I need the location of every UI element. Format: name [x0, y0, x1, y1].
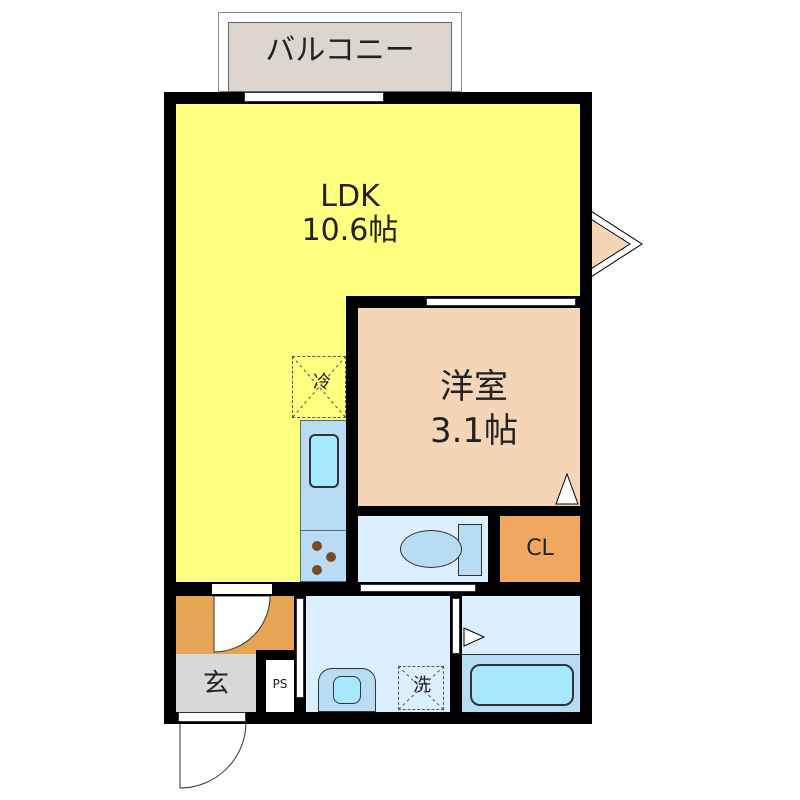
- balcony[interactable]: [228, 22, 452, 92]
- ldk-room[interactable]: [176, 104, 580, 300]
- wall-toilet-cl: [488, 506, 500, 590]
- balcony-label: バルコニー: [265, 33, 415, 68]
- entrance-door-icon[interactable]: [178, 720, 250, 792]
- pipe-space-label: PS: [272, 677, 288, 691]
- entrance[interactable]: [176, 654, 256, 712]
- ldk-label: LDK: [320, 179, 380, 214]
- wall-western-left: [346, 296, 358, 590]
- western-room-size: 3.1帖: [429, 411, 519, 451]
- closet-door-triangle-icon: [555, 472, 579, 505]
- entrance-label: 玄: [202, 669, 229, 699]
- wall-western-bottom: [346, 506, 592, 516]
- wall-entrance-ps: [256, 650, 266, 716]
- western-room[interactable]: [358, 308, 580, 506]
- burner-icon: [326, 552, 336, 562]
- kitchen-sink-icon: [309, 434, 339, 488]
- stove-area: [300, 530, 348, 582]
- toilet-bowl-icon: [400, 530, 462, 568]
- closet[interactable]: [500, 516, 580, 582]
- wall-right: [580, 92, 592, 724]
- washer-label: 洗: [413, 675, 431, 696]
- burner-icon: [312, 565, 322, 575]
- western-sliding-door[interactable]: [426, 298, 576, 306]
- toilet-door[interactable]: [360, 584, 476, 592]
- fridge-space: [292, 356, 346, 418]
- wall-ps-top: [256, 650, 298, 660]
- burner-icon: [312, 541, 322, 551]
- vanity-basin-icon: [333, 676, 361, 704]
- entrance-door-opening: [178, 712, 246, 722]
- washer-cross-icon: [398, 666, 444, 710]
- bathtub-basin-icon: [470, 664, 574, 706]
- wall-bottom: [164, 712, 592, 724]
- closet-label: CL: [526, 536, 554, 561]
- washroom-door[interactable]: [296, 598, 304, 698]
- wall-left: [164, 92, 176, 724]
- ldk-size: 10.6帖: [301, 213, 399, 248]
- washer-space: [398, 666, 444, 710]
- balcony-window[interactable]: [244, 92, 384, 102]
- pipe-space: [266, 660, 294, 712]
- bath-door-triangle-icon: [463, 627, 486, 647]
- hallway-door-opening: [212, 584, 272, 594]
- bath-door[interactable]: [452, 598, 460, 654]
- fridge-cross-icon: [292, 356, 346, 418]
- western-room-label: 洋室: [440, 367, 508, 407]
- fridge-label: 冷: [313, 372, 331, 393]
- hallway-door-icon[interactable]: [212, 594, 274, 656]
